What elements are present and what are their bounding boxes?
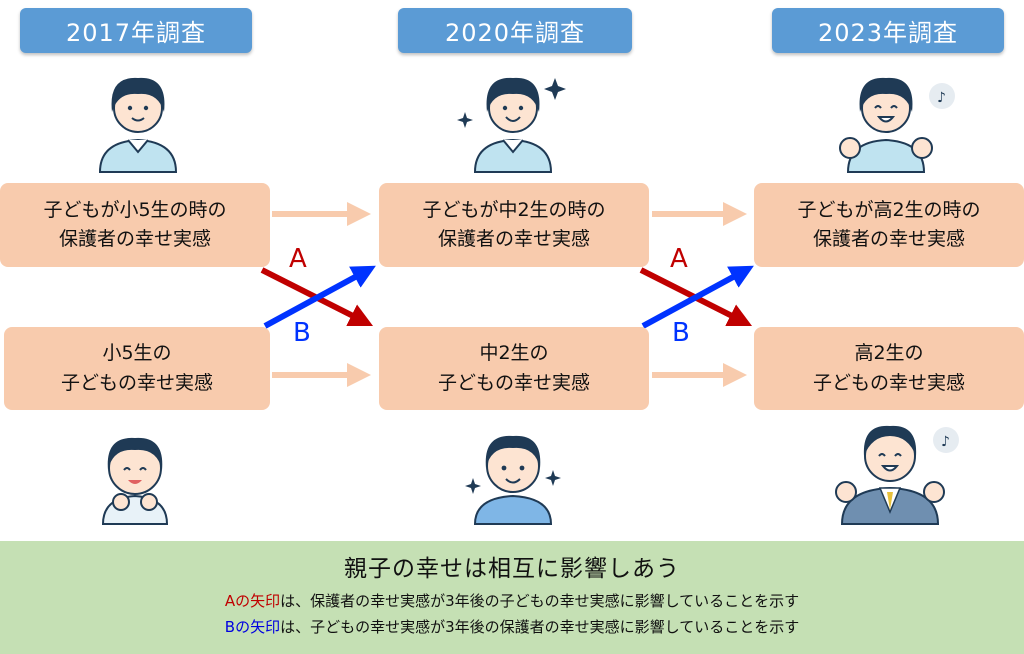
survey-2017-tab: 2017年調査 (20, 8, 252, 53)
parent-happiness-box-2017: 子どもが小5生の時の 保護者の幸せ実感 (0, 183, 270, 267)
child-2023-illustration: ♪ (835, 425, 959, 525)
child-2017-illustration (101, 437, 169, 525)
illustrations: ♪ ♪ (98, 77, 959, 525)
parent-happiness-box-2023: 子どもが高2生の時の 保護者の幸せ実感 (754, 183, 1024, 267)
note-arrow-b: Bの矢印は、子どもの幸せ実感が3年後の保護者の幸せ実感に影響していることを示す (0, 616, 1024, 637)
box-line: 高2生の (854, 342, 924, 365)
box-line: 保護者の幸せ実感 (812, 228, 965, 250)
box-line: 保護者の幸せ実感 (58, 228, 211, 250)
arrow-a-label-2: A (670, 244, 688, 274)
arrow-b-label-1: B (293, 318, 311, 348)
arrows-layer (260, 202, 754, 387)
note-arrow-a: Aの矢印は、保護者の幸せ実感が3年後の子どもの幸せ実感に影響していることを示す (0, 590, 1024, 611)
box-line: 子どもが高2生の時の (797, 198, 981, 221)
svg-text:♪: ♪ (941, 434, 950, 450)
box-line: 子どもの幸せ実感 (812, 371, 965, 394)
parent-happiness-box-2020: 子どもが中2生の時の 保護者の幸せ実感 (379, 183, 649, 267)
box-line: 小5生の (102, 342, 172, 365)
survey-2023-tab: 2023年調査 (772, 8, 1004, 53)
arrow-a-1 (260, 267, 374, 327)
survey-2020-tab: 2020年調査 (398, 8, 632, 53)
note-b-key: Bの矢印 (224, 618, 281, 636)
note-a-key: Aの矢印 (224, 592, 281, 610)
child-2020-illustration (465, 435, 561, 525)
parent-2017-illustration (98, 77, 178, 173)
box-line: 子どもが中2生の時の (422, 198, 606, 221)
arrow-a-label-1: A (289, 244, 307, 274)
box-line: 子どもの幸せ実感 (60, 371, 213, 394)
child-happiness-box-2023: 高2生の 子どもの幸せ実感 (754, 327, 1024, 410)
svg-text:♪: ♪ (937, 90, 946, 106)
box-line: 子どもが小5生の時の (43, 198, 227, 221)
summary-panel: 親子の幸せは相互に影響しあう Aの矢印は、保護者の幸せ実感が3年後の子どもの幸せ… (0, 541, 1024, 654)
box-line: 中2生の (479, 342, 549, 365)
box-line: 子どもの幸せ実感 (437, 371, 590, 394)
arrow-b-label-2: B (672, 318, 690, 348)
arrow-b-1 (263, 265, 376, 329)
box-line: 保護者の幸せ実感 (437, 228, 590, 250)
child-happiness-box-2020: 中2生の 子どもの幸せ実感 (379, 327, 649, 410)
child-happiness-box-2017: 小5生の 子どもの幸せ実感 (4, 327, 270, 410)
note-b-text: は、子どもの幸せ実感が3年後の保護者の幸せ実感に影響していることを示す (280, 618, 800, 636)
parent-2020-illustration (457, 77, 566, 173)
summary-title: 親子の幸せは相互に影響しあう (344, 556, 680, 582)
note-a-text: は、保護者の幸せ実感が3年後の子どもの幸せ実感に影響していることを示す (280, 592, 800, 610)
parent-2023-illustration: ♪ (839, 77, 955, 173)
arrow-b-2 (641, 265, 754, 329)
